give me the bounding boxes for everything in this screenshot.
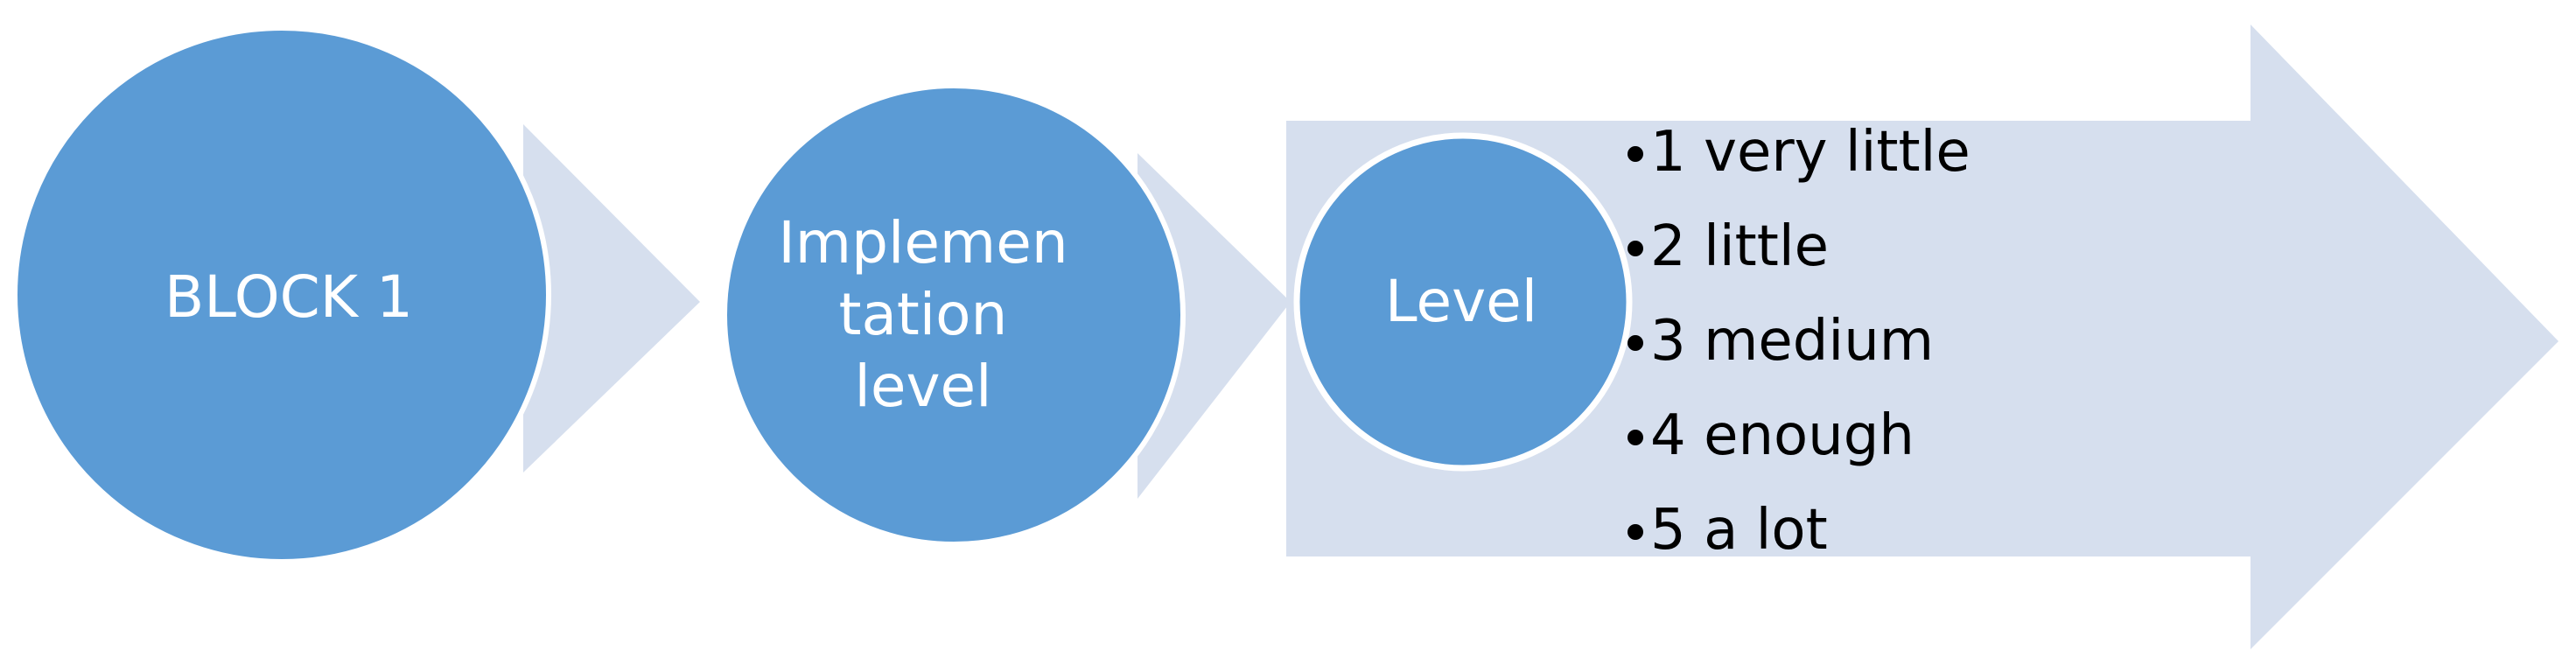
scale-item: 2 little	[1628, 200, 1970, 294]
scale-item-label: 1 very little	[1650, 120, 1970, 185]
bullet-icon	[1628, 241, 1643, 256]
scale-item: 5 a lot	[1628, 483, 1970, 578]
scale-item-label: 5 a lot	[1650, 498, 1828, 563]
scale-item-label: 4 enough	[1650, 403, 1914, 468]
scale-list: 1 very little 2 little 3 medium 4 enough…	[1628, 105, 1970, 578]
implementation-level-label: Implemen tation level	[778, 209, 1068, 420]
chevron-arrow-2	[1138, 153, 1291, 499]
bullet-icon	[1628, 524, 1643, 540]
bullet-icon	[1628, 335, 1643, 351]
scale-item: 4 enough	[1628, 388, 1970, 483]
bullet-icon	[1628, 146, 1643, 162]
implementation-level-circle	[722, 83, 1186, 547]
block-1-circle	[12, 25, 551, 564]
scale-item-label: 2 little	[1650, 214, 1829, 279]
scale-item-label: 3 medium	[1650, 309, 1935, 374]
level-circle	[1293, 132, 1633, 472]
large-arrow	[1286, 24, 2558, 649]
bullet-icon	[1628, 430, 1643, 445]
scale-item: 3 medium	[1628, 294, 1970, 388]
chevron-arrow-1	[523, 124, 700, 472]
scale-item: 1 very little	[1628, 105, 1970, 200]
block-1-label: BLOCK 1	[164, 263, 413, 331]
level-label: Level	[1384, 268, 1538, 335]
